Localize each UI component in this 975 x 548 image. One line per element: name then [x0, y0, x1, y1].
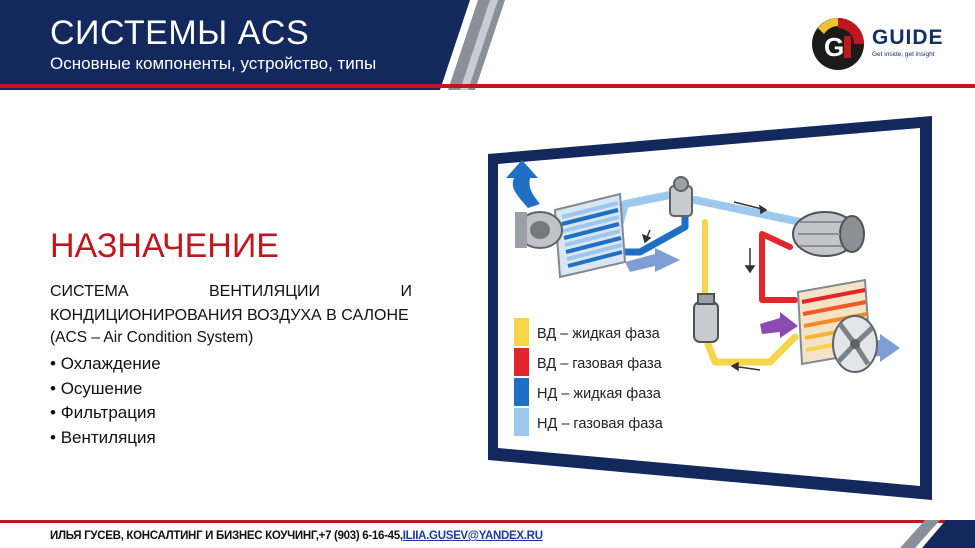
- description-abbrev: (ACS – Air Condition System): [50, 329, 254, 346]
- airflow-arrow-hot: [760, 312, 798, 338]
- list-item: Фильтрация: [50, 401, 412, 426]
- logo-tagline: Get inside, get insight: [872, 51, 935, 58]
- flow-arrows: [641, 201, 768, 372]
- legend-swatch: [514, 318, 529, 346]
- legend-swatch: [514, 408, 529, 436]
- footer-email-link[interactable]: ILIIA.GUSEV@YANDEX.RU: [402, 530, 543, 542]
- page-subtitle: Основные компоненты, устройство, типы: [50, 54, 377, 73]
- legend-swatch: [514, 378, 529, 406]
- list-item: Осушение: [50, 377, 412, 402]
- airflow-arrow-in: [625, 248, 680, 272]
- section-title: НАЗНАЧЕНИЕ: [50, 227, 279, 265]
- description-text: СИСТЕМА ВЕНТИЛЯЦИИ И КОНДИЦИОНИРОВАНИЯ В…: [50, 283, 412, 324]
- list-item: Вентиляция: [50, 426, 412, 451]
- receiver-drier: [693, 293, 719, 343]
- content-body: СИСТЕМА ВЕНТИЛЯЦИИ И КОНДИЦИОНИРОВАНИЯ В…: [50, 280, 412, 450]
- function-list: Охлаждение Осушение Фильтрация Вентиляци…: [50, 352, 412, 450]
- expansion-valve: [669, 176, 693, 217]
- airflow-arrow-out: [506, 160, 540, 208]
- diagram-legend: ВД – жидкая фаза ВД – газовая фаза НД – …: [514, 318, 664, 436]
- logo-name: GUIDE: [872, 26, 944, 49]
- page-title: СИСТЕМЫ ACS: [50, 14, 310, 52]
- ac-system-diagram: ВД – жидкая фаза ВД – газовая фаза НД – …: [488, 116, 932, 500]
- legend-label: ВД – жидкая фаза: [537, 326, 661, 342]
- legend-label: ВД – газовая фаза: [537, 356, 663, 372]
- legend-label: НД – жидкая фаза: [537, 386, 662, 402]
- svg-text:G: G: [824, 32, 844, 62]
- footer-band: [0, 520, 975, 548]
- condenser-fan: [832, 315, 878, 373]
- compressor: [792, 211, 865, 257]
- legend-swatch: [514, 348, 529, 376]
- blower-fan: [515, 211, 563, 249]
- list-item: Охлаждение: [50, 352, 412, 377]
- evaporator: [553, 192, 627, 279]
- guide-logo: G: [812, 18, 864, 70]
- legend-label: НД – газовая фаза: [537, 416, 664, 432]
- footer-contact: ИЛЬЯ ГУСЕВ, КОНСАЛТИНГ И БИЗНЕС КОУЧИНГ,…: [50, 530, 543, 542]
- footer-text: ИЛЬЯ ГУСЕВ, КОНСАЛТИНГ И БИЗНЕС КОУЧИНГ,…: [50, 530, 403, 542]
